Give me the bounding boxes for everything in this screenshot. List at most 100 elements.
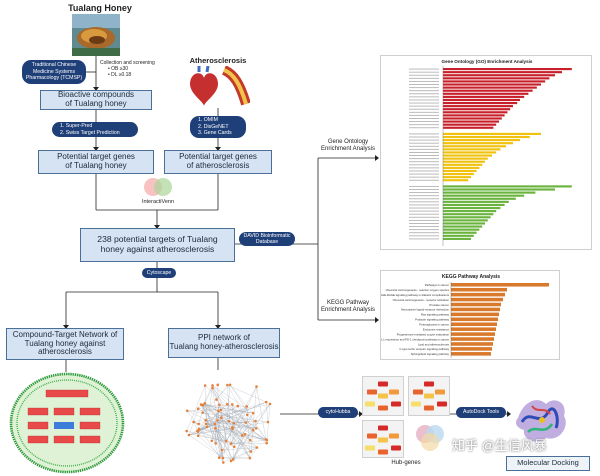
honey-hub-node (54, 422, 74, 429)
hub-gene-node (424, 381, 434, 387)
go-term-label-placeholder (409, 161, 439, 163)
go-bp-bar (443, 74, 555, 77)
ppi-node (185, 409, 189, 413)
ppi-node (231, 458, 235, 461)
go-term-label-placeholder (409, 238, 439, 240)
go-term-label-placeholder (409, 216, 439, 218)
ppi-node (185, 429, 188, 433)
athero-target-genes-box: Potential target genes of atherosclerosi… (164, 150, 272, 174)
go-mf-bar (443, 200, 509, 203)
ppi-edge (227, 404, 257, 429)
go-cc-bar (443, 148, 501, 151)
honey-targets-line2: of Tualang honey (65, 161, 127, 170)
go-enrichment-label: Gene Ontology Enrichment Analysis (320, 139, 376, 153)
go-label-line2: Enrichment Analysis (320, 146, 376, 153)
go-mf-bar (443, 228, 480, 231)
interactivenn-label: InteractiVenn (141, 199, 175, 205)
ppi-edge (206, 385, 213, 428)
david-line1: DAVID Bioinformatic (243, 232, 291, 239)
go-bp-bar (443, 80, 546, 83)
go-term-label-placeholder (409, 173, 439, 175)
ppi-node (231, 426, 234, 429)
ppi-edge (217, 384, 220, 458)
go-cc-bar (443, 154, 492, 157)
go-mf-bar (443, 216, 491, 219)
network-line1: Compound-Target Network of (12, 329, 118, 339)
go-term-label-placeholder (409, 185, 439, 187)
ppi-node (196, 407, 200, 410)
ppi-edge (219, 403, 271, 458)
kegg-bar (451, 317, 498, 322)
go-cc-bar (443, 176, 471, 179)
zhihu-watermark: 知乎 @生信风暴 (452, 438, 547, 453)
go-term-label-placeholder (409, 155, 439, 156)
hub-gene-node (365, 401, 375, 407)
go-term-label-placeholder (409, 232, 439, 234)
ppi-node (249, 450, 253, 453)
go-mf-bar (443, 219, 488, 222)
go-term-label-placeholder (409, 198, 439, 200)
ppi-edge (219, 404, 232, 462)
compound-node (45, 389, 89, 398)
go-bp-bar (443, 68, 572, 71)
ppi-edge (253, 430, 267, 444)
common-targets-box: 238 potential targets of Tualang honey a… (80, 228, 235, 262)
ppi-edge (233, 403, 271, 460)
compound-target-network-box: Compound-Target Network of Tualang honey… (6, 328, 124, 360)
common-targets-line1: 238 potential targets of Tualang (97, 234, 218, 245)
ppi-line2: Tualang honey-atherosclerosis (169, 342, 279, 351)
go-term-label-placeholder (409, 192, 439, 194)
ppi-edge (198, 435, 223, 459)
hub-genes-label: Hub-genes (391, 460, 421, 466)
go-mf-bar (443, 197, 516, 200)
go-cc-bar (443, 166, 480, 169)
go-bp-bar (443, 114, 505, 117)
go-bp-bar (443, 111, 508, 114)
ppi-node (187, 433, 191, 437)
ppi-edge (187, 410, 268, 423)
cytohubba-pill: cytoHubba (318, 407, 358, 418)
ppi-node (197, 427, 201, 431)
ppi-edge (205, 423, 246, 435)
hub-gene-node (378, 393, 388, 399)
go-cc-bar (443, 172, 474, 176)
ppi-edge (229, 384, 267, 440)
ppi-edge (266, 402, 269, 423)
tcmsp-database-pill: Traditional Chinese Medicine Systems Pha… (22, 60, 86, 84)
hub-gene-node (389, 433, 399, 439)
go-term-label-placeholder (409, 96, 439, 98)
ppi-edge (223, 447, 258, 463)
go-term-label-placeholder (409, 77, 439, 79)
kegg-pathway-label: Chemical carcinogenesis - receptor activ… (393, 298, 450, 302)
go-term-label-placeholder (409, 195, 439, 197)
go-term-label-placeholder (409, 102, 439, 104)
go-term-label-placeholder (409, 213, 439, 215)
kegg-enrichment-label: KEGG Pathway Enrichment Analysis (320, 300, 376, 314)
ppi-node (264, 400, 268, 404)
kegg-bar (451, 347, 492, 351)
kegg-pathway-label: PD-L1 expression and PD-1 checkpoint pat… (381, 337, 449, 341)
ppi-node (248, 456, 252, 460)
go-cc-bar (443, 151, 497, 154)
honey-target-genes-box: Potential target genes of Tualang honey (38, 150, 154, 174)
ppi-node (196, 430, 200, 433)
ppi-edge (214, 423, 252, 452)
athero-databases-pill: 1. OMIM 2. DisGeNET 3. Gene Cards (190, 116, 246, 138)
go-term-label-placeholder (409, 145, 439, 147)
disgenet-item: 2. DisGeNET (198, 123, 229, 130)
ppi-edge (217, 420, 246, 423)
go-term-label-placeholder (409, 74, 439, 76)
ppi-node (244, 421, 248, 424)
ppi-node (197, 422, 200, 426)
ppi-node (201, 411, 205, 414)
kegg-bar (451, 297, 503, 302)
ppi-node (224, 439, 228, 443)
go-term-label-placeholder (409, 108, 439, 110)
hub-gene-node (367, 389, 377, 395)
kegg-bar (451, 312, 499, 317)
cytoscape-pill: Cytoscape (142, 268, 176, 278)
go-term-label-placeholder (409, 87, 439, 89)
ppi-node (254, 426, 258, 430)
ppi-edge (188, 421, 268, 436)
ppi-node (204, 418, 207, 422)
